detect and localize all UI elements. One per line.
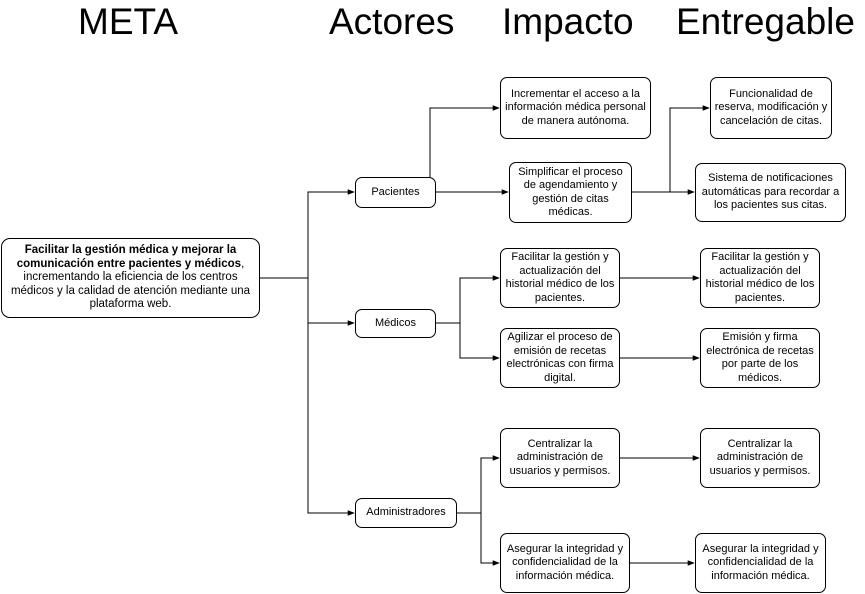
deliverable-usuarios-permisos: Centralizar la administración de usuario…: [700, 428, 820, 488]
deliverable-reserva-citas: Funcionalidad de reserva, modificación y…: [710, 77, 832, 139]
edge-admin-impact2: [480, 513, 500, 566]
header-meta: META: [78, 1, 179, 42]
deliverable-firma-recetas: Emisión y firma electrónica de recetas p…: [700, 328, 820, 388]
impact-pacientes-acceso: Incrementar el acceso a la información m…: [500, 77, 651, 139]
actor-medicos: Médicos: [355, 309, 436, 338]
edge-goal-administradores: [307, 323, 355, 516]
edge-medicos-impact1: [436, 275, 500, 324]
header-impacto: Impacto: [502, 1, 634, 42]
goal-box: Facilitar la gestión médica y mejorar la…: [1, 238, 260, 318]
impact-pacientes-agendamiento: Simplificar el proceso de agendamiento y…: [509, 162, 632, 223]
deliverable-integridad: Asegurar la integridad y confidencialida…: [695, 533, 826, 593]
edge-goal-medicos: [307, 278, 355, 326]
edge-impact2-del1: [632, 105, 710, 193]
edge-medicos-impact2: [459, 323, 500, 361]
goal-text: Facilitar la gestión médica y mejorar la…: [6, 244, 255, 312]
actor-administradores: Administradores: [355, 498, 457, 528]
header-actores: Actores: [329, 1, 455, 42]
impact-medicos-historial: Facilitar la gestión y actualización del…: [500, 248, 620, 308]
impact-admin-usuarios: Centralizar la administración de usuario…: [500, 428, 620, 488]
goal-text-rest: , incrementando la eficiencia de los cen…: [10, 257, 251, 311]
header-entregable: Entregable: [676, 1, 855, 42]
deliverable-historial: Facilitar la gestión y actualización del…: [700, 248, 820, 308]
impact-medicos-recetas: Agilizar el proceso de emisión de receta…: [500, 328, 620, 388]
impact-admin-integridad: Asegurar la integridad y confidencialida…: [500, 533, 630, 593]
edge-admin-impact1: [457, 455, 500, 514]
edge-pacientes-impact1: [429, 105, 500, 180]
goal-text-bold: Facilitar la gestión médica y mejorar la…: [16, 244, 242, 270]
edge-goal-pacientes: [260, 189, 355, 279]
actor-pacientes: Pacientes: [355, 177, 436, 208]
deliverable-notificaciones: Sistema de notificaciones automáticas pa…: [695, 163, 846, 222]
